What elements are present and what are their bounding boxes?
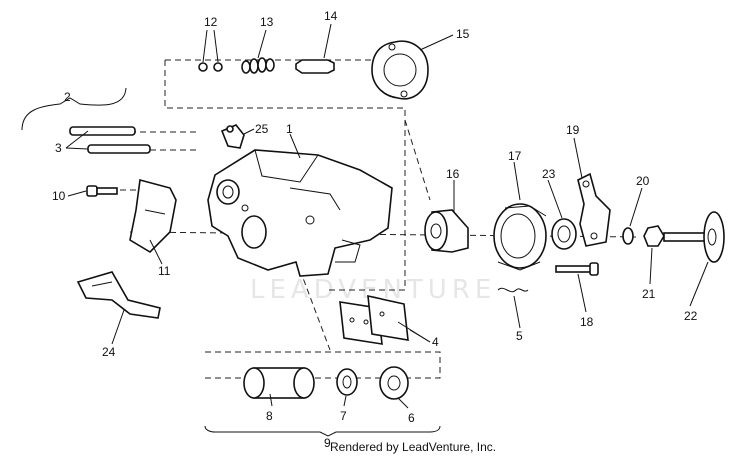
callout-2: 2 <box>64 90 71 104</box>
callout-18: 18 <box>580 315 594 329</box>
callout-4: 4 <box>432 335 439 349</box>
callout-7: 7 <box>340 409 347 423</box>
callout-12: 12 <box>204 15 218 29</box>
callout-11: 11 <box>158 264 171 278</box>
part-3-pins <box>69 126 151 154</box>
callout-1: 1 <box>286 122 293 136</box>
callout-24: 24 <box>102 345 116 359</box>
part-7-seal <box>336 368 358 396</box>
part-19-lever <box>577 172 611 247</box>
leader-lines <box>65 23 709 409</box>
part-20-washer <box>622 227 634 245</box>
part-25-bleeder <box>220 124 245 149</box>
part-16-piston <box>424 209 469 253</box>
part-17-bracket <box>493 203 547 271</box>
callout-5: 5 <box>516 329 523 343</box>
part-18-screw <box>555 262 599 276</box>
callout-10: 10 <box>52 189 66 203</box>
part-24-pad-clip <box>76 271 161 319</box>
part-14-pin <box>295 59 335 74</box>
callout-21: 21 <box>642 287 656 301</box>
part-10-bolt <box>86 185 118 197</box>
callout-22: 22 <box>684 309 698 323</box>
part-5-clip <box>497 287 529 293</box>
callout-17: 17 <box>508 149 522 163</box>
callout-25: 25 <box>255 122 269 136</box>
callout-8: 8 <box>266 409 273 423</box>
callout-23: 23 <box>542 167 556 181</box>
callout-13: 13 <box>260 15 274 29</box>
part-1-caliper-body <box>207 149 393 277</box>
part-21-nut <box>643 225 665 247</box>
callout-14: 14 <box>324 9 338 23</box>
part-6-boot <box>379 366 409 400</box>
part-22-shaft <box>663 211 725 263</box>
part-4-pads <box>339 294 409 345</box>
part-15-gasket <box>371 40 429 100</box>
part-12-o-rings <box>198 62 223 72</box>
group-brackets <box>21 87 441 437</box>
callout-3: 3 <box>55 141 62 155</box>
callout-19: 19 <box>566 123 580 137</box>
callout-16: 16 <box>446 167 460 181</box>
callout-9: 9 <box>324 436 331 450</box>
part-8-piston <box>243 367 315 399</box>
part-13-spring <box>241 57 275 74</box>
callout-labels: 12 13 14 15 2 25 1 3 19 17 16 23 20 10 1… <box>52 9 698 450</box>
part-11-bracket <box>129 178 177 254</box>
callout-6: 6 <box>408 411 415 425</box>
credit-text: Rendered by LeadVenture, Inc. <box>330 440 497 454</box>
part-23-seal <box>551 218 577 250</box>
callout-15: 15 <box>456 27 470 41</box>
callout-20: 20 <box>636 174 650 188</box>
